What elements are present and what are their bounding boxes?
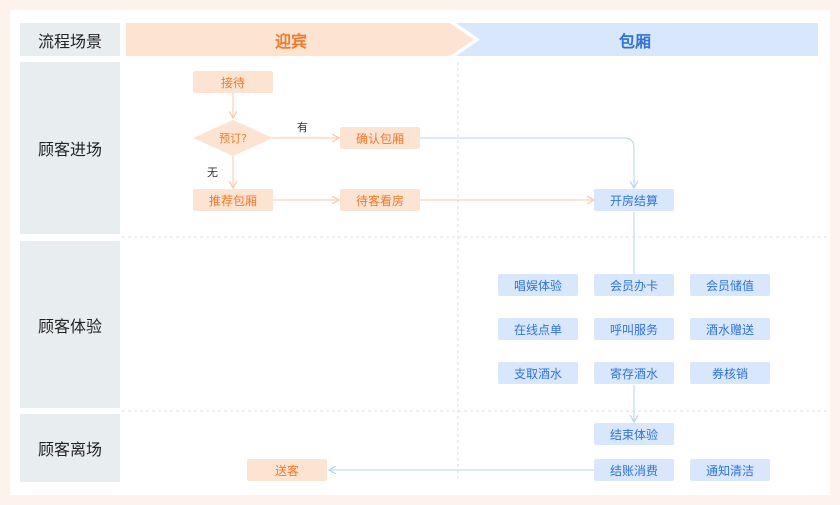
node-wine-gift: 酒水赠送 — [690, 318, 770, 340]
row-label-experience: 顾客体验 — [20, 241, 120, 408]
node-call-service: 呼叫服务 — [594, 318, 674, 340]
node-guest-view: 待客看房 — [340, 189, 420, 211]
node-end-experience: 结束体验 — [594, 423, 674, 445]
node-notify-clean: 通知清洁 — [690, 459, 770, 481]
node-see-off: 送客 — [247, 459, 327, 481]
room-section-banner — [456, 23, 818, 56]
welcome-section-banner — [126, 23, 474, 56]
section-room: 包厢 — [618, 31, 651, 51]
node-sing: 唱娱体验 — [498, 274, 578, 296]
node-wine-withdraw: 支取酒水 — [498, 362, 578, 384]
node-checkout: 结账消费 — [594, 459, 674, 481]
edge-label-no: 无 — [207, 166, 218, 179]
edge-confirm-open — [419, 137, 634, 188]
row-label-leave: 顾客离场 — [20, 414, 120, 482]
booking-diamond — [193, 120, 273, 156]
edge-label-yes: 有 — [297, 121, 308, 134]
row-label-enter: 顾客进场 — [20, 62, 120, 234]
node-recommend-room: 推荐包厢 — [193, 189, 273, 211]
scene-header: 流程场景 — [20, 23, 120, 56]
node-wine-store: 寄存酒水 — [594, 362, 674, 384]
node-member-deposit: 会员储值 — [690, 274, 770, 296]
diagram-frame — [10, 10, 830, 495]
node-booking: 预订? — [219, 132, 247, 145]
node-member-card: 会员办卡 — [594, 274, 674, 296]
node-confirm-room: 确认包厢 — [340, 127, 420, 149]
node-online-order: 在线点单 — [498, 318, 578, 340]
node-open-settle: 开房结算 — [594, 189, 674, 211]
node-reception: 接待 — [193, 71, 273, 93]
section-welcome: 迎宾 — [274, 31, 307, 51]
node-coupon-verify: 券核销 — [690, 362, 770, 384]
